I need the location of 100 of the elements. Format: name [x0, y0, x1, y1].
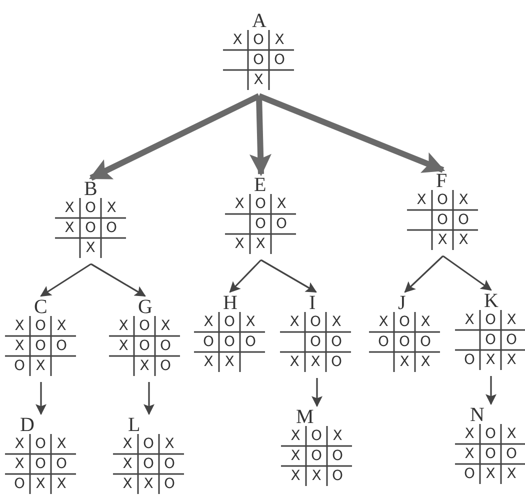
- arrow: [90, 263, 146, 297]
- board-mark: O: [160, 339, 172, 353]
- board-mark: O: [310, 335, 322, 349]
- board-mark: X: [458, 193, 468, 207]
- board-label: B: [84, 180, 98, 198]
- board-mark: X: [224, 355, 234, 369]
- board-mark: O: [34, 339, 46, 353]
- board-mark: O: [244, 335, 256, 349]
- board-label: N: [470, 406, 484, 424]
- board-mark: X: [506, 353, 516, 367]
- game-board: [116, 416, 182, 494]
- game-board: [197, 294, 263, 372]
- arrow: [260, 259, 317, 293]
- board-mark: O: [274, 53, 286, 67]
- game-board: [58, 180, 124, 258]
- board-mark: O: [142, 437, 154, 451]
- board-mark: O: [398, 315, 410, 329]
- board-mark: O: [252, 33, 264, 47]
- board-mark: X: [506, 467, 516, 481]
- board-mark: X: [122, 477, 132, 491]
- board-mark: O: [398, 335, 410, 349]
- board-mark: X: [234, 237, 244, 251]
- board-mark: X: [106, 201, 116, 215]
- board-mark: O: [436, 193, 448, 207]
- game-board: [458, 292, 524, 370]
- board-mark: O: [34, 457, 46, 471]
- board-mark: O: [84, 201, 96, 215]
- board-mark: X: [290, 315, 300, 329]
- board-mark: X: [420, 355, 430, 369]
- board-mark: X: [122, 457, 132, 471]
- board-mark: X: [144, 477, 154, 491]
- board-mark: O: [56, 339, 68, 353]
- board-mark: O: [484, 447, 496, 461]
- board-mark: X: [164, 437, 174, 451]
- board-label: D: [20, 416, 34, 434]
- arrow: [229, 259, 262, 293]
- board-mark: O: [252, 53, 264, 67]
- board-mark: O: [164, 457, 176, 471]
- board-mark: O: [202, 335, 214, 349]
- board-mark: O: [310, 429, 322, 443]
- arrow: [404, 255, 444, 293]
- board-mark: X: [290, 429, 300, 443]
- board-mark: X: [246, 315, 256, 329]
- board-mark: X: [506, 313, 516, 327]
- board-mark: O: [310, 315, 322, 329]
- board-mark: O: [436, 213, 448, 227]
- board-mark: X: [464, 313, 474, 327]
- board-mark: O: [420, 335, 432, 349]
- board-mark: X: [506, 427, 516, 441]
- board-mark: O: [484, 313, 496, 327]
- game-board: [8, 298, 74, 376]
- board-mark: X: [332, 315, 342, 329]
- board-mark: X: [290, 449, 300, 463]
- board-mark: O: [14, 477, 26, 491]
- arrow: [144, 382, 154, 416]
- board-mark: X: [312, 469, 322, 483]
- board-label: H: [223, 294, 238, 312]
- board-mark: O: [34, 319, 46, 333]
- board-mark: O: [378, 335, 390, 349]
- board-mark: X: [118, 339, 128, 353]
- board-mark: X: [378, 315, 388, 329]
- board-mark: X: [420, 315, 430, 329]
- board-mark: X: [14, 339, 24, 353]
- board-mark: X: [204, 355, 214, 369]
- game-board: [372, 294, 438, 372]
- board-mark: O: [310, 449, 322, 463]
- game-board: [284, 408, 350, 486]
- board-mark: O: [254, 217, 266, 231]
- board-mark: X: [400, 355, 410, 369]
- board-mark: O: [332, 449, 344, 463]
- board-mark: X: [486, 353, 496, 367]
- board-mark: X: [256, 237, 266, 251]
- board-mark: X: [64, 221, 74, 235]
- game-board: [458, 406, 524, 484]
- board-mark: X: [36, 359, 46, 373]
- board-mark: O: [484, 333, 496, 347]
- board-mark: O: [332, 469, 344, 483]
- arrow: [40, 263, 92, 297]
- board-mark: O: [106, 221, 118, 235]
- board-mark: X: [36, 477, 46, 491]
- board-mark: O: [142, 457, 154, 471]
- arrow: [89, 93, 260, 181]
- board-mark: O: [484, 427, 496, 441]
- game-board: [112, 298, 178, 376]
- board-mark: X: [290, 469, 300, 483]
- board-mark: X: [232, 33, 242, 47]
- board-mark: X: [118, 319, 128, 333]
- board-mark: X: [310, 355, 320, 369]
- board-label: J: [398, 294, 406, 312]
- game-board: [8, 416, 74, 494]
- board-mark: O: [506, 333, 518, 347]
- board-mark: X: [290, 355, 300, 369]
- board-mark: X: [254, 73, 264, 87]
- board-mark: X: [276, 197, 286, 211]
- board-label: I: [309, 294, 316, 312]
- board-mark: X: [204, 315, 214, 329]
- board-mark: X: [14, 437, 24, 451]
- board-mark: O: [458, 213, 470, 227]
- board-mark: O: [506, 447, 518, 461]
- board-label: F: [436, 172, 448, 190]
